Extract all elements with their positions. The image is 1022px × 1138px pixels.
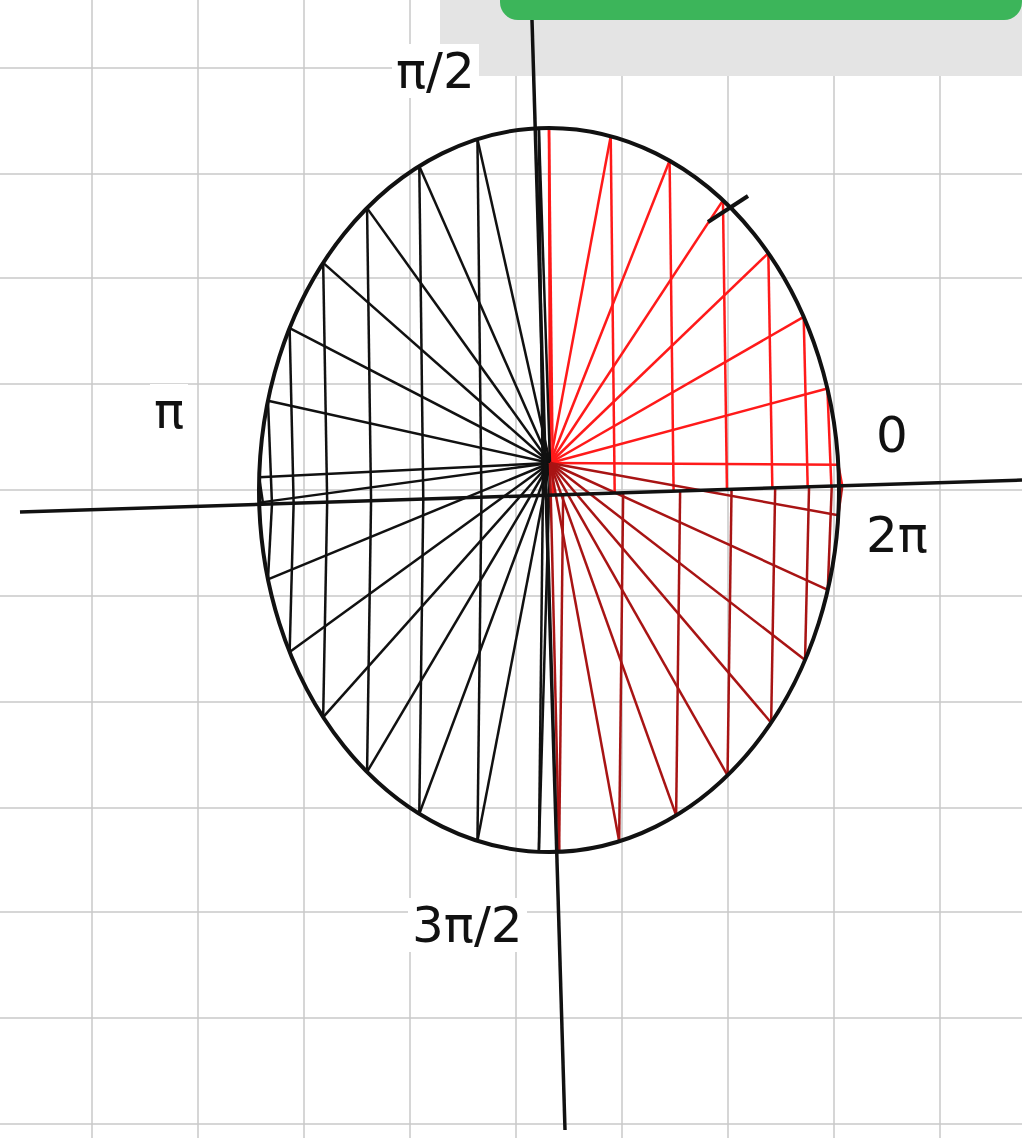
hatch-line (290, 463, 550, 652)
hatch-line (805, 487, 809, 660)
hatch-line (539, 495, 543, 851)
tick-mark (708, 196, 748, 222)
hatch-line (268, 401, 272, 504)
hatch-line (550, 136, 611, 463)
hatch-line (290, 503, 294, 652)
hatch-line (768, 253, 772, 488)
hatch-line (290, 328, 550, 463)
hatch-line (367, 208, 371, 501)
hatch-line (804, 317, 808, 487)
angle-label: 3π/2 (408, 898, 527, 952)
hatch-line (323, 502, 327, 717)
hatch-line (367, 208, 550, 463)
hatch-line (559, 495, 563, 852)
hatch-line (550, 200, 723, 463)
toolbar-button (500, 0, 1022, 20)
hatch-line (477, 139, 481, 497)
y-axis (532, 20, 565, 1130)
hatch-line (550, 463, 838, 465)
hatch-line (550, 463, 828, 590)
hatch-line (419, 463, 550, 814)
angle-label: π/2 (392, 44, 479, 98)
hatch-line (367, 501, 371, 772)
hatch-line (419, 166, 550, 463)
hatch-line (268, 463, 550, 579)
hatch-line (550, 463, 676, 815)
angle-label: 0 (872, 408, 912, 462)
hatch-line (419, 499, 423, 814)
hatch-line (771, 488, 775, 723)
hatch-line (268, 401, 550, 463)
angle-label: π (150, 384, 188, 438)
hatch-line (323, 263, 327, 502)
hatch-line (550, 463, 619, 841)
hatch-line (367, 463, 550, 772)
hatch-line (611, 136, 615, 493)
hatch-line (723, 200, 727, 489)
hatch-line (268, 504, 272, 579)
hatch-line (550, 161, 670, 463)
hatch-line (550, 463, 771, 723)
hatch-line (670, 161, 674, 491)
hatch-line (550, 463, 728, 775)
hatch-line (550, 317, 804, 463)
angle-label: 2π (862, 508, 932, 562)
hatch-line (728, 489, 732, 775)
hatch-line (419, 166, 423, 499)
hatch-line (676, 491, 680, 815)
hatch-line (477, 497, 481, 840)
hatch-line (290, 328, 294, 503)
